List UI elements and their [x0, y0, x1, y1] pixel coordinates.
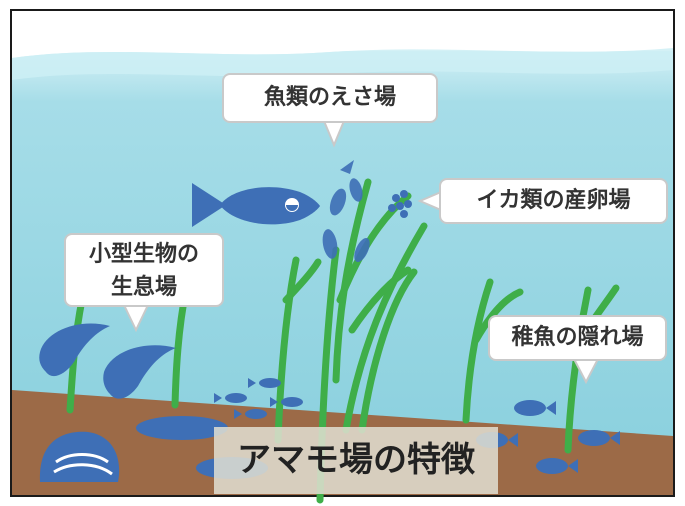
clam-icon — [39, 431, 120, 482]
diagram-title: アマモ場の特徴 — [214, 427, 498, 494]
shrimp-icon — [39, 323, 176, 399]
callout-fish-feeding-ground: 魚類のえさ場 — [222, 73, 438, 123]
large-fish — [192, 183, 320, 227]
callout-juvenile-fish-hiding-text: 稚魚の隠れ場 — [511, 325, 644, 350]
callout-juvenile-fish-hiding: 稚魚の隠れ場 — [488, 315, 667, 361]
water-surface — [12, 48, 673, 80]
callout-small-organisms-habitat: 小型生物の 生息場 — [64, 233, 224, 307]
callout-squid-spawning-ground-text: イカ類の産卵場 — [476, 188, 631, 213]
callout-fish-feeding-ground-text: 魚類のえさ場 — [263, 85, 396, 110]
callout-squid-spawning-ground: イカ類の産卵場 — [439, 178, 668, 224]
squid-eggs-icon — [388, 190, 412, 218]
shrimp-swarm-icon — [322, 160, 370, 263]
callout-small-organisms-line2: 生息場 — [110, 275, 177, 300]
sea-cucumber-icon — [136, 416, 228, 440]
callout-small-organisms-line1: 小型生物の — [88, 242, 199, 267]
callout-pointers — [123, 120, 599, 385]
sky-band — [12, 11, 673, 51]
